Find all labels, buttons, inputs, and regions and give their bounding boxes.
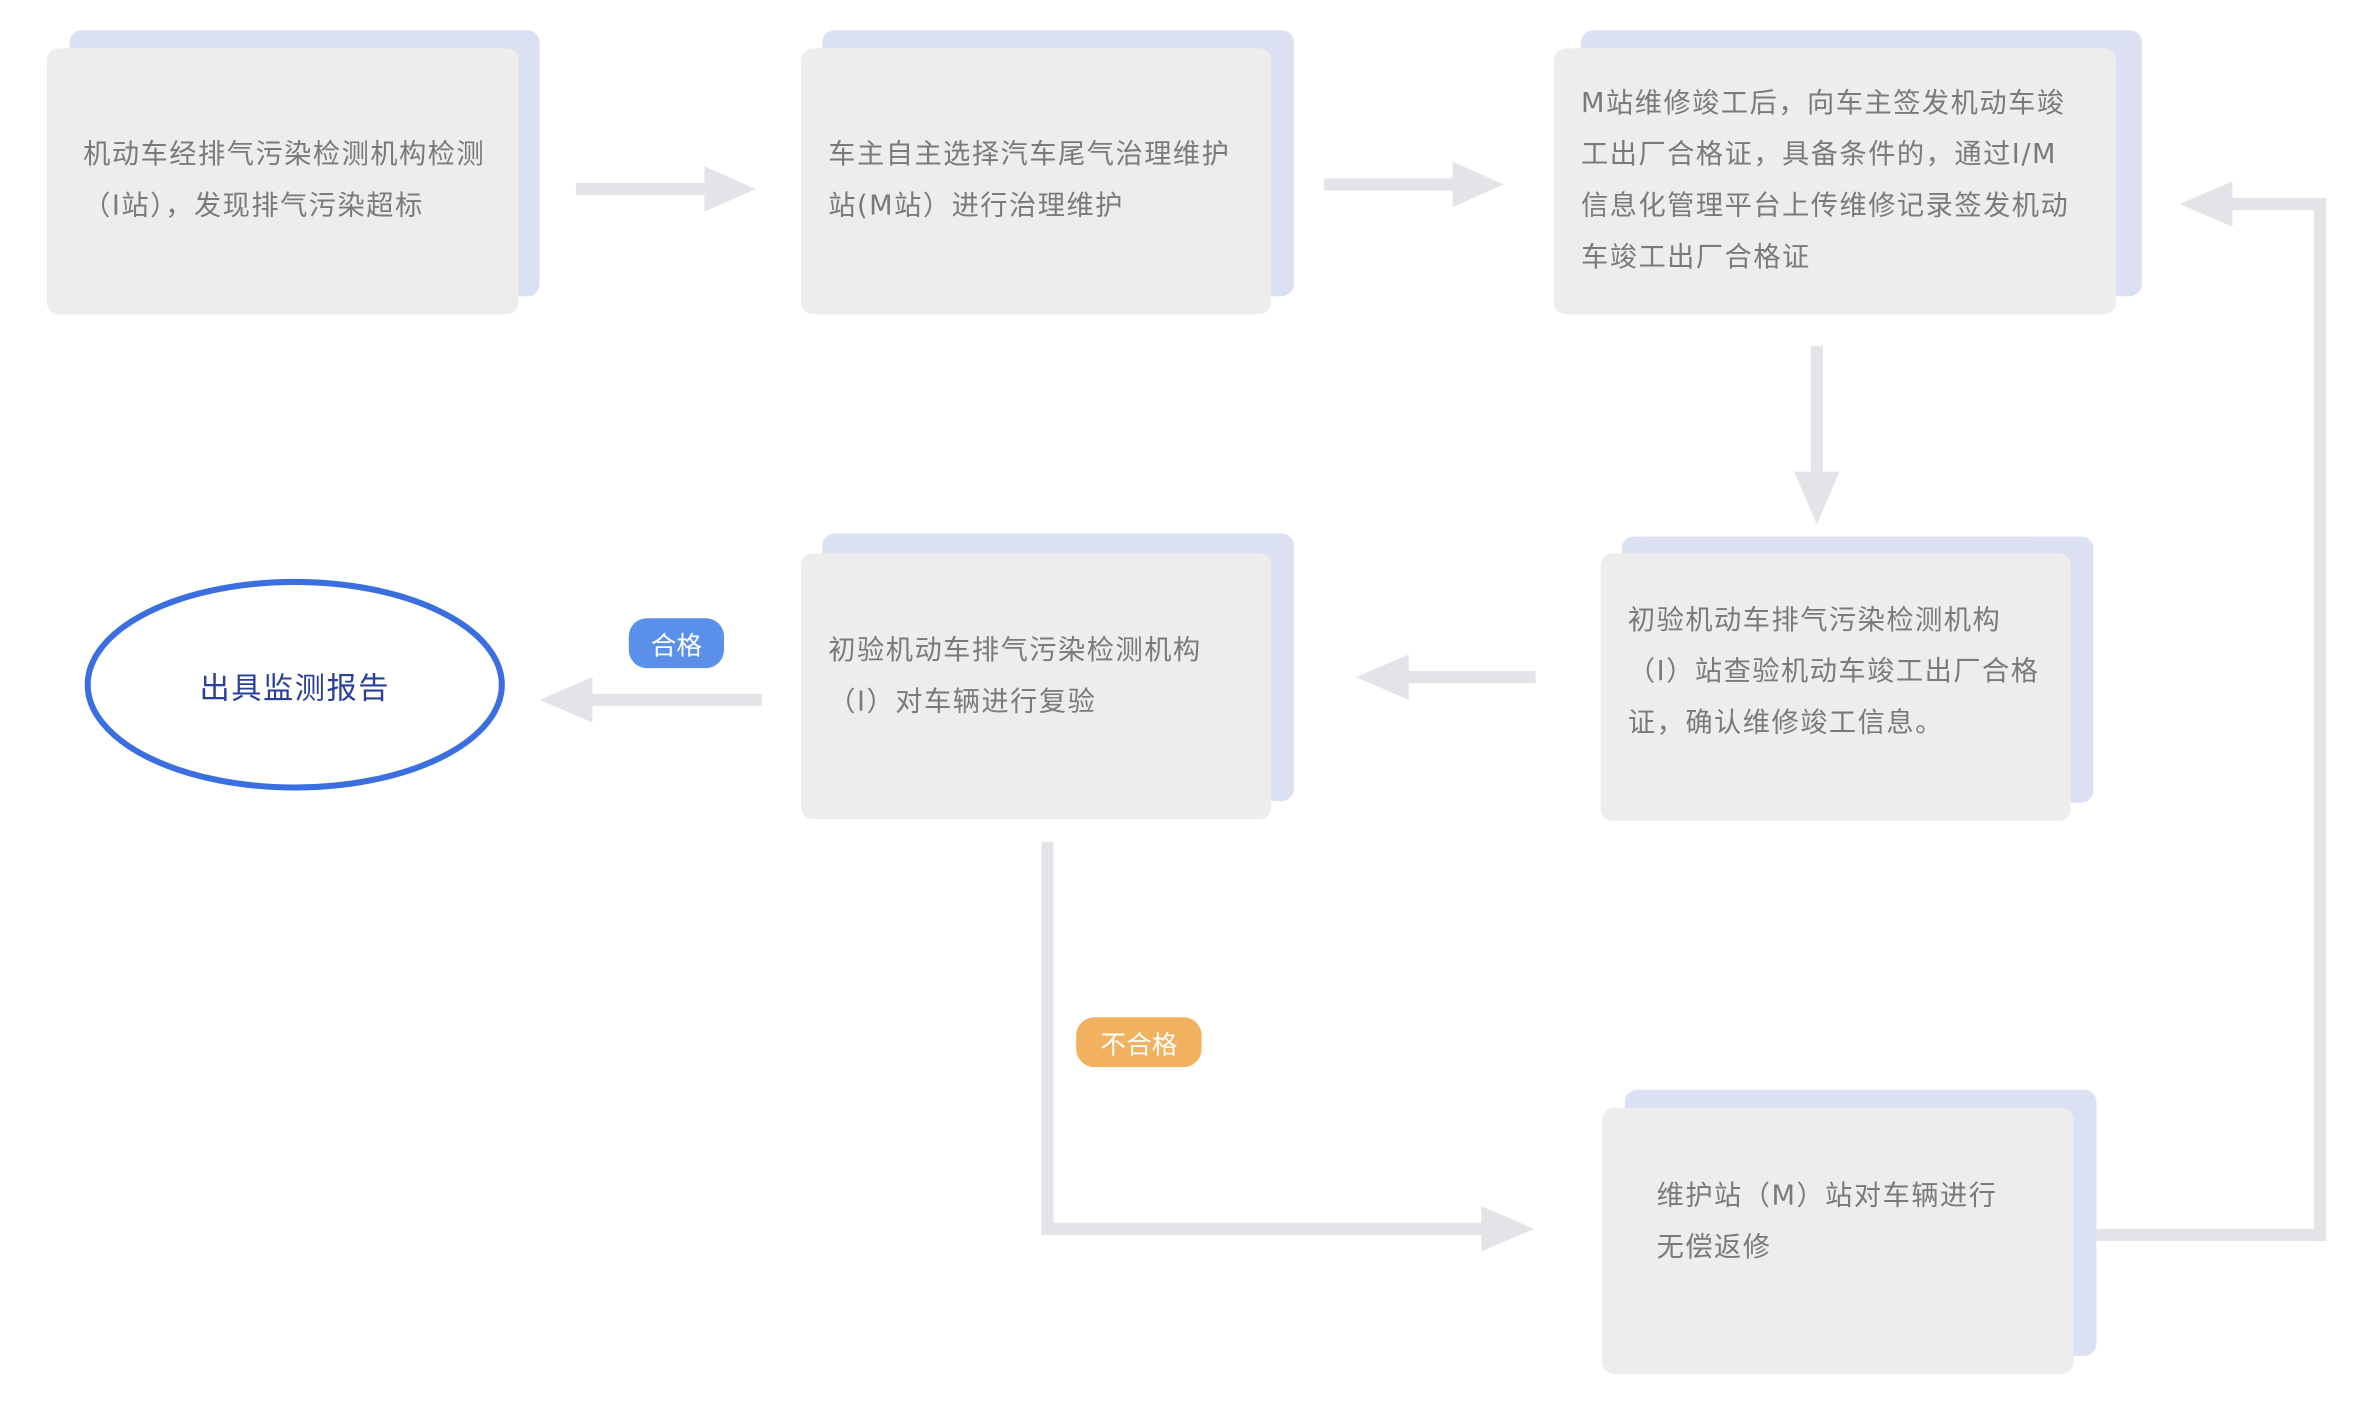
flow-node-2[interactable]: 车主自主选择汽车尾气治理维护站(M站）进行治理维护 (801, 48, 1272, 315)
end-node[interactable]: 出具监测报告 (88, 582, 502, 788)
arrow-n5-to-n6 (1041, 841, 1535, 1252)
arrow-n2-to-n3 (1324, 161, 1504, 208)
flow-node-6[interactable]: 维护站（M）站对车辆进行无偿返修 (1602, 1107, 2074, 1374)
flow-node-1[interactable]: 机动车经排气污染检测机构检测（I站），发现排气污染超标 (46, 48, 519, 315)
fail-badge: 不合格 (1076, 1017, 1202, 1068)
flow-node-1-text: 机动车经排气污染检测机构检测（I站），发现排气污染超标 (83, 139, 486, 223)
pass-badge-label: 合格 (650, 631, 703, 663)
flow-node-4-text: 初验机动车排气污染检测机构（I）站查验机动车竣工出厂合格证，确认维修竣工信息。 (1627, 603, 2040, 739)
flow-node-4[interactable]: 初验机动车排气污染检测机构（I）站查验机动车竣工出厂合格证，确认维修竣工信息。 (1600, 553, 2071, 821)
pass-badge: 合格 (628, 618, 725, 669)
flow-node-3-text: M站维修竣工后，向车主签发机动车竣工出厂合格证，具备条件的，通过I/M信息化管理… (1581, 87, 2070, 274)
end-node-ellipse (84, 578, 505, 791)
arrow-n6-to-n3 (2093, 181, 2327, 1241)
arrow-n3-to-n4 (1794, 346, 1840, 525)
arrow-n1-to-n2 (575, 166, 756, 212)
flow-node-3[interactable]: M站维修竣工后，向车主签发机动车竣工出厂合格证，具备条件的，通过I/M信息化管理… (1553, 48, 2117, 315)
fail-badge-label: 不合格 (1100, 1030, 1178, 1062)
flow-node-2-text: 车主自主选择汽车尾气治理维护站(M站）进行治理维护 (828, 139, 1231, 223)
flow-node-5[interactable]: 初验机动车排气污染检测机构（I）对车辆进行复验 (801, 553, 1272, 820)
arrow-n5-to-end (539, 677, 762, 723)
flow-node-5-text: 初验机动车排气污染检测机构（I）对车辆进行复验 (828, 634, 1202, 718)
flow-node-6-text: 维护站（M）站对车辆进行无偿返修 (1656, 1180, 1998, 1264)
arrow-n4-to-n5 (1355, 654, 1536, 700)
end-node-label: 出具监测报告 (199, 668, 390, 706)
